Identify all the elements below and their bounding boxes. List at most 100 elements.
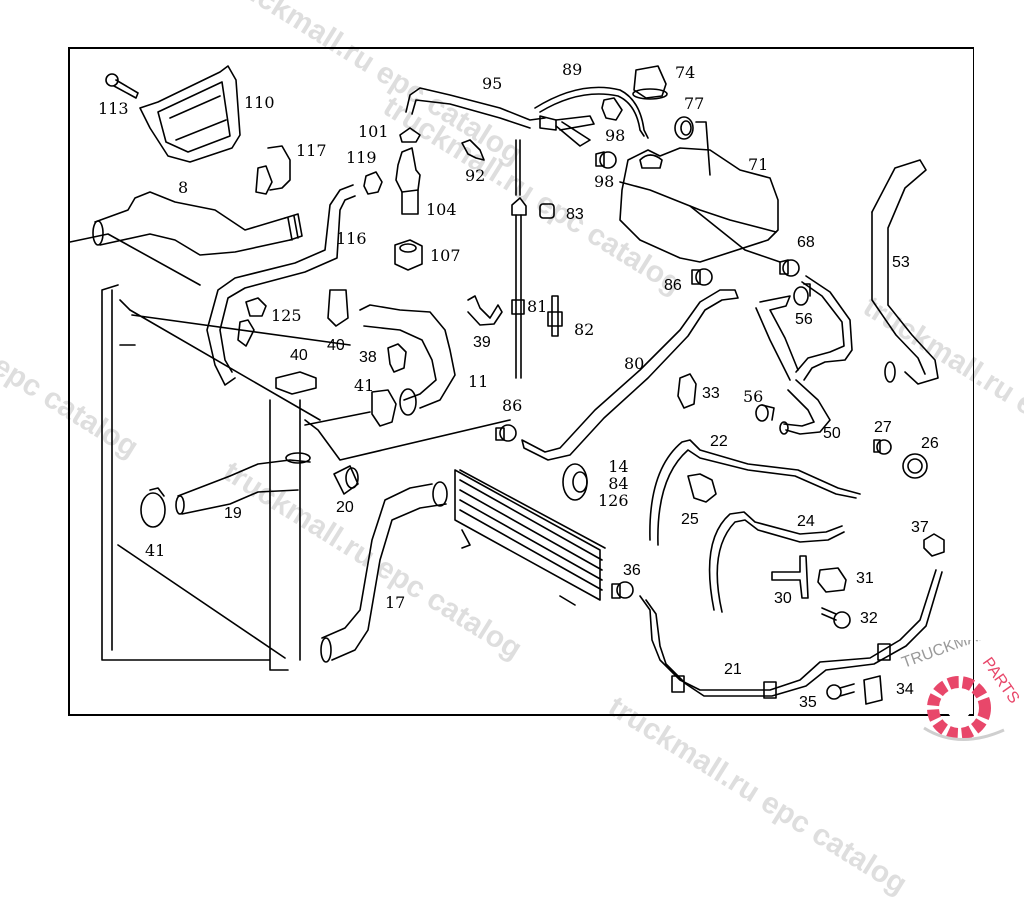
parts-line-art	[69, 65, 945, 705]
clamp-119-icon	[363, 171, 383, 195]
diagram-frame	[68, 47, 974, 716]
callout-36[interactable]: 36	[623, 562, 641, 579]
callout-21[interactable]: 21	[724, 661, 742, 678]
callout-24[interactable]: 24	[797, 513, 815, 530]
callout-38[interactable]: 38	[359, 349, 377, 366]
truckmall-parts-logo: TRUCKMALL PARTS	[900, 640, 1023, 741]
callout-117[interactable]: 117	[296, 141, 327, 160]
callout-40[interactable]: 40	[290, 347, 308, 364]
grommet-83-icon	[539, 203, 555, 219]
callout-116[interactable]: 116	[336, 229, 367, 248]
sensor-77-icon	[674, 116, 711, 176]
callout-20[interactable]: 20	[336, 499, 354, 516]
logo-text-accent: PARTS	[979, 655, 1023, 707]
callout-92[interactable]: 92	[465, 166, 486, 185]
clamp-41-icon	[140, 487, 166, 528]
callout-41[interactable]: 41	[354, 376, 375, 395]
clamp-86-icon	[495, 424, 517, 442]
callout-56[interactable]: 56	[743, 387, 764, 406]
clamp-68-icon	[779, 259, 800, 277]
callout-104[interactable]: 104	[426, 200, 457, 219]
callout-125[interactable]: 125	[271, 306, 302, 325]
callout-81[interactable]: 81	[527, 297, 548, 316]
callout-40[interactable]: 40	[327, 337, 345, 354]
bolt-113-icon	[105, 73, 139, 99]
callout-31[interactable]: 31	[856, 570, 874, 587]
callout-110[interactable]: 110	[244, 93, 275, 112]
callout-83[interactable]: 83	[566, 206, 584, 223]
clamp-86-icon	[691, 268, 713, 286]
callout-68[interactable]: 68	[797, 234, 815, 251]
callout-107[interactable]: 107	[430, 246, 461, 265]
hose-8-icon	[92, 191, 303, 256]
clamp-36-icon	[611, 581, 634, 599]
callout-34[interactable]: 34	[896, 681, 914, 698]
callout-32[interactable]: 32	[860, 610, 878, 627]
callout-35[interactable]: 35	[799, 694, 817, 711]
sleeve-20-icon	[333, 465, 359, 495]
callout-74[interactable]: 74	[675, 63, 696, 82]
bolt-32-icon	[821, 607, 851, 629]
hose-17-icon	[320, 481, 448, 663]
callout-77[interactable]: 77	[684, 94, 705, 113]
hose-80-icon	[521, 289, 739, 461]
bolt-35-icon	[826, 683, 855, 700]
leader-lines	[69, 233, 371, 426]
callout-50[interactable]: 50	[823, 425, 841, 442]
callout-56[interactable]: 56	[795, 311, 813, 328]
callout-119[interactable]: 119	[346, 148, 377, 167]
callout-19[interactable]: 19	[224, 505, 242, 522]
pipe-81-icon	[511, 139, 527, 379]
clamp-37-icon	[923, 533, 945, 557]
callout-86[interactable]: 86	[664, 277, 682, 294]
callout-33[interactable]: 33	[702, 385, 720, 402]
callout-71[interactable]: 71	[748, 155, 769, 174]
callout-89[interactable]: 89	[562, 60, 583, 79]
callout-11[interactable]: 11	[468, 372, 489, 391]
hose-89-icon	[534, 86, 649, 139]
callout-26[interactable]: 26	[921, 435, 939, 452]
callout-14-84-126[interactable]: 14 84 126	[598, 457, 629, 510]
clamp-38-icon	[387, 343, 407, 373]
valve-25-icon	[687, 473, 717, 503]
callout-98[interactable]: 98	[594, 172, 615, 191]
line-21-icon	[639, 569, 943, 699]
callout-113[interactable]: 113	[98, 99, 129, 118]
callout-53[interactable]: 53	[892, 254, 910, 271]
clamp-40-icon	[275, 371, 317, 395]
line-24-icon	[708, 511, 845, 613]
clamp-41-icon	[371, 389, 397, 427]
callout-80[interactable]: 80	[624, 354, 645, 373]
clamp-27-icon	[873, 439, 892, 455]
hose-116-icon	[206, 184, 356, 386]
clamp-56-icon	[793, 283, 811, 306]
plug-26-icon	[902, 453, 928, 479]
callout-86[interactable]: 86	[502, 396, 523, 415]
bracket-30-icon	[771, 555, 809, 599]
clamp-98-icon	[601, 97, 623, 121]
callout-41[interactable]: 41	[145, 541, 166, 560]
callout-37[interactable]: 37	[911, 519, 929, 536]
bracket-34-icon	[863, 675, 883, 705]
clamp-40-icon	[327, 289, 349, 327]
callout-95[interactable]: 95	[482, 74, 503, 93]
callout-27[interactable]: 27	[874, 419, 892, 436]
callout-8[interactable]: 8	[178, 178, 189, 197]
callout-30[interactable]: 30	[774, 590, 792, 607]
connector-82-icon	[547, 295, 563, 337]
gear-icon	[923, 676, 1005, 741]
hose-95-icon	[405, 87, 595, 147]
clip-92-icon	[461, 139, 485, 161]
callout-25[interactable]: 25	[681, 511, 699, 528]
callout-22[interactable]: 22	[710, 433, 728, 450]
mount-107-icon	[394, 239, 423, 271]
callout-17[interactable]: 17	[385, 593, 406, 612]
clamp-117-icon	[255, 145, 291, 195]
callout-82[interactable]: 82	[574, 320, 595, 339]
callout-98[interactable]: 98	[605, 126, 626, 145]
callout-39[interactable]: 39	[473, 334, 491, 351]
holder-31-icon	[817, 567, 847, 593]
callout-101[interactable]: 101	[358, 122, 389, 141]
clamp-98-icon	[595, 151, 617, 169]
